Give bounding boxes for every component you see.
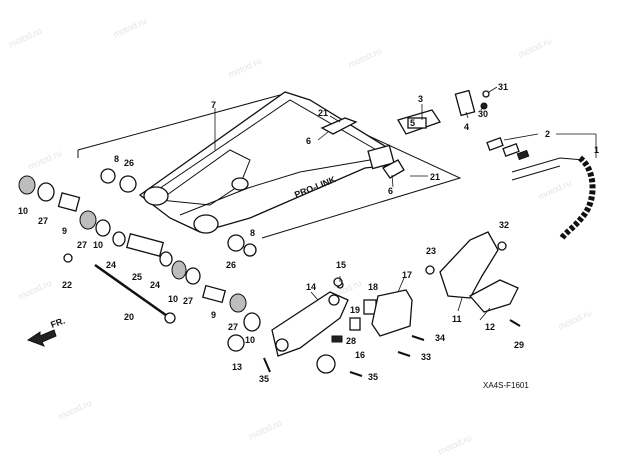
- callout-21-lower: 21: [430, 172, 440, 182]
- drive-chain: [486, 137, 596, 240]
- leader-lines: [214, 86, 597, 321]
- callout-20: 20: [124, 312, 134, 322]
- callout-27-d: 27: [228, 322, 238, 332]
- callout-21-upper: 21: [318, 108, 328, 118]
- pivot-dust-seal: [243, 243, 257, 257]
- watermark: motod.ru: [347, 46, 383, 70]
- callout-10-d: 10: [245, 335, 255, 345]
- watermark: motod.ru: [247, 418, 283, 442]
- shock-arm: [271, 281, 349, 357]
- chain-guide: [439, 231, 499, 299]
- callout-3: 3: [418, 94, 423, 104]
- callout-2: 2: [545, 129, 550, 139]
- callout-9-left: 9: [62, 226, 67, 236]
- callout-23: 23: [426, 246, 436, 256]
- link-plate: [371, 289, 413, 337]
- reference-code: XA4S-F1601: [483, 381, 529, 390]
- callout-33: 33: [421, 352, 431, 362]
- callout-32: 32: [499, 220, 509, 230]
- callout-4: 4: [464, 122, 469, 132]
- pivot-dust-seal: [100, 168, 116, 184]
- watermark: motod.ru: [557, 308, 593, 332]
- callout-1: 1: [594, 145, 599, 155]
- callout-27-c: 27: [183, 296, 193, 306]
- callout-17: 17: [402, 270, 412, 280]
- callout-12: 12: [485, 322, 495, 332]
- callout-24-left: 24: [106, 260, 116, 270]
- link-roller: [316, 354, 336, 374]
- callout-35-right: 35: [368, 372, 378, 382]
- callout-10-c: 10: [168, 294, 178, 304]
- callout-labels: 1 2 3 4 5 6 6 7 8 8 9 9 10 10 10 10 11 1…: [18, 82, 599, 384]
- callout-5: 5: [410, 118, 415, 128]
- callout-27-b: 27: [77, 240, 87, 250]
- callout-8-left: 8: [114, 154, 119, 164]
- pivot-washer: [63, 253, 73, 263]
- chain-puller: [397, 89, 490, 135]
- watermark: motod.ru: [57, 398, 93, 422]
- callout-10-b: 10: [93, 240, 103, 250]
- callout-16: 16: [355, 350, 365, 360]
- callout-19: 19: [350, 305, 360, 315]
- callout-26-left: 26: [124, 158, 134, 168]
- callout-6-upper: 6: [306, 136, 311, 146]
- watermark: motod.ru: [7, 26, 43, 50]
- bolt-29: [509, 319, 521, 327]
- pivot-bushing: [119, 175, 137, 193]
- pivot-bolt: [94, 263, 171, 320]
- direction-label: FR.: [49, 316, 66, 330]
- link-needle-bearing: [349, 317, 361, 331]
- callout-10-a: 10: [18, 206, 28, 216]
- callout-27-a: 27: [38, 216, 48, 226]
- callout-14: 14: [306, 282, 316, 292]
- chain-slider-plate: [320, 117, 358, 135]
- callout-22: 22: [62, 280, 72, 290]
- callout-15: 15: [336, 260, 346, 270]
- callout-29: 29: [514, 340, 524, 350]
- callout-8-right: 8: [250, 228, 255, 238]
- bolt-23: [425, 265, 435, 275]
- pivot-bearing-stack: [18, 175, 261, 352]
- front-direction-arrow: FR.: [26, 316, 66, 347]
- watermark: motod.ru: [517, 36, 553, 60]
- chain-guide-slider: [468, 279, 519, 313]
- callout-9-right: 9: [211, 310, 216, 320]
- callout-28: 28: [346, 336, 356, 346]
- callout-6-lower: 6: [388, 186, 393, 196]
- callout-31: 31: [498, 82, 508, 92]
- callout-11: 11: [452, 314, 462, 324]
- callout-13: 13: [232, 362, 242, 372]
- bolt-35-left: [263, 357, 271, 373]
- callout-34: 34: [435, 333, 445, 343]
- callout-18: 18: [368, 282, 378, 292]
- bolt-34: [411, 335, 425, 341]
- watermark: motod.ru: [17, 278, 53, 302]
- watermark: motod.ru: [437, 433, 473, 457]
- bolt-35-right: [349, 371, 363, 377]
- link-bushing: [331, 335, 343, 343]
- watermark: motod.ru: [227, 56, 263, 80]
- grease-fitting: [333, 277, 343, 287]
- callout-35-left: 35: [259, 374, 269, 384]
- callout-25: 25: [132, 272, 142, 282]
- watermark: motod.ru: [27, 148, 63, 172]
- callout-7: 7: [211, 100, 216, 110]
- pivot-nut: [164, 312, 176, 324]
- watermark: motod.ru: [112, 16, 148, 40]
- bolt-32: [497, 241, 507, 251]
- pivot-bushing: [227, 234, 245, 252]
- swingarm: PRO-LINK: [138, 91, 395, 234]
- callout-24-right: 24: [150, 280, 160, 290]
- watermark: motod.ru: [537, 178, 573, 202]
- callout-30: 30: [478, 109, 488, 119]
- callout-26-right: 26: [226, 260, 236, 270]
- chain-adjuster-plate: [382, 159, 405, 179]
- bolt-33: [397, 351, 411, 357]
